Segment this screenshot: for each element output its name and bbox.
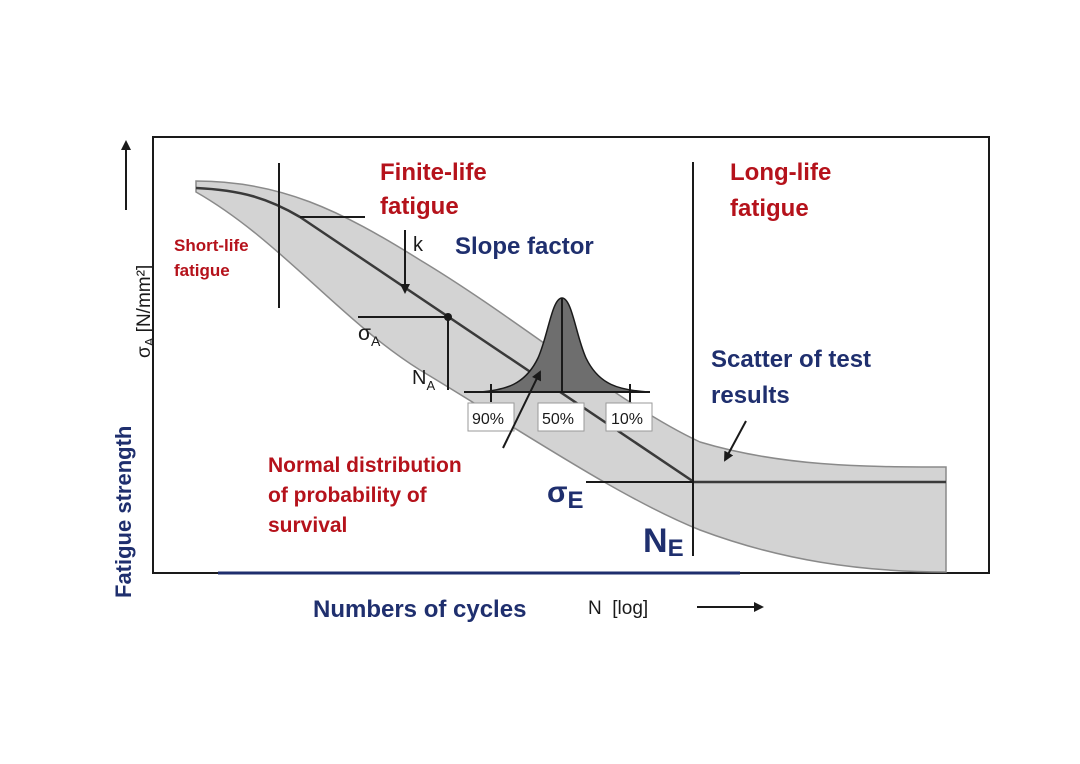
normal-distribution-label-3: survival xyxy=(268,514,347,537)
normal-distribution-label-2: of probability of xyxy=(268,484,428,507)
finite-life-label-2: fatigue xyxy=(380,193,459,220)
scatter-label-2: results xyxy=(711,382,790,409)
pct-10-box xyxy=(605,402,653,432)
finite-life-label-1: Finite-life xyxy=(380,159,487,186)
long-life-label-2: fatigue xyxy=(730,195,809,222)
long-life-label-1: Long-life xyxy=(730,159,831,186)
y-axis-title-group: Fatigue strength xyxy=(111,426,136,598)
sample-point xyxy=(444,313,452,321)
normal-distribution-label-1: Normal distribution xyxy=(268,454,462,477)
short-life-label-2: fatigue xyxy=(174,261,230,280)
y-axis-unit-group: σA [N/mm²] xyxy=(134,265,157,358)
median-sn-curve xyxy=(195,186,946,484)
sigma-e-label: σE xyxy=(547,476,584,514)
pct-50-label: 50% xyxy=(542,411,574,428)
scatter-arrow xyxy=(724,420,747,462)
pct-10-label: 10% xyxy=(611,411,643,428)
sigma-a-label: σA xyxy=(358,322,381,349)
x-axis-unit: N [log] xyxy=(588,598,648,619)
slope-factor-label: Slope factor xyxy=(455,233,594,260)
pct-50-box xyxy=(537,402,585,432)
x-axis-title: Numbers of cycles xyxy=(313,596,526,623)
y-axis-symbol: σA [N/mm²] xyxy=(134,265,157,358)
pct-90-box xyxy=(467,402,515,432)
n-e-label: NE xyxy=(643,522,684,562)
scatter-label-1: Scatter of test xyxy=(711,346,871,373)
n-a-label: NA xyxy=(412,367,435,393)
pct-90-label: 90% xyxy=(472,411,504,428)
y-axis-title: Fatigue strength xyxy=(111,426,136,598)
normal-distribution-arrow xyxy=(502,370,541,449)
k-label: k xyxy=(413,234,424,256)
short-life-label-1: Short-life xyxy=(174,236,249,255)
